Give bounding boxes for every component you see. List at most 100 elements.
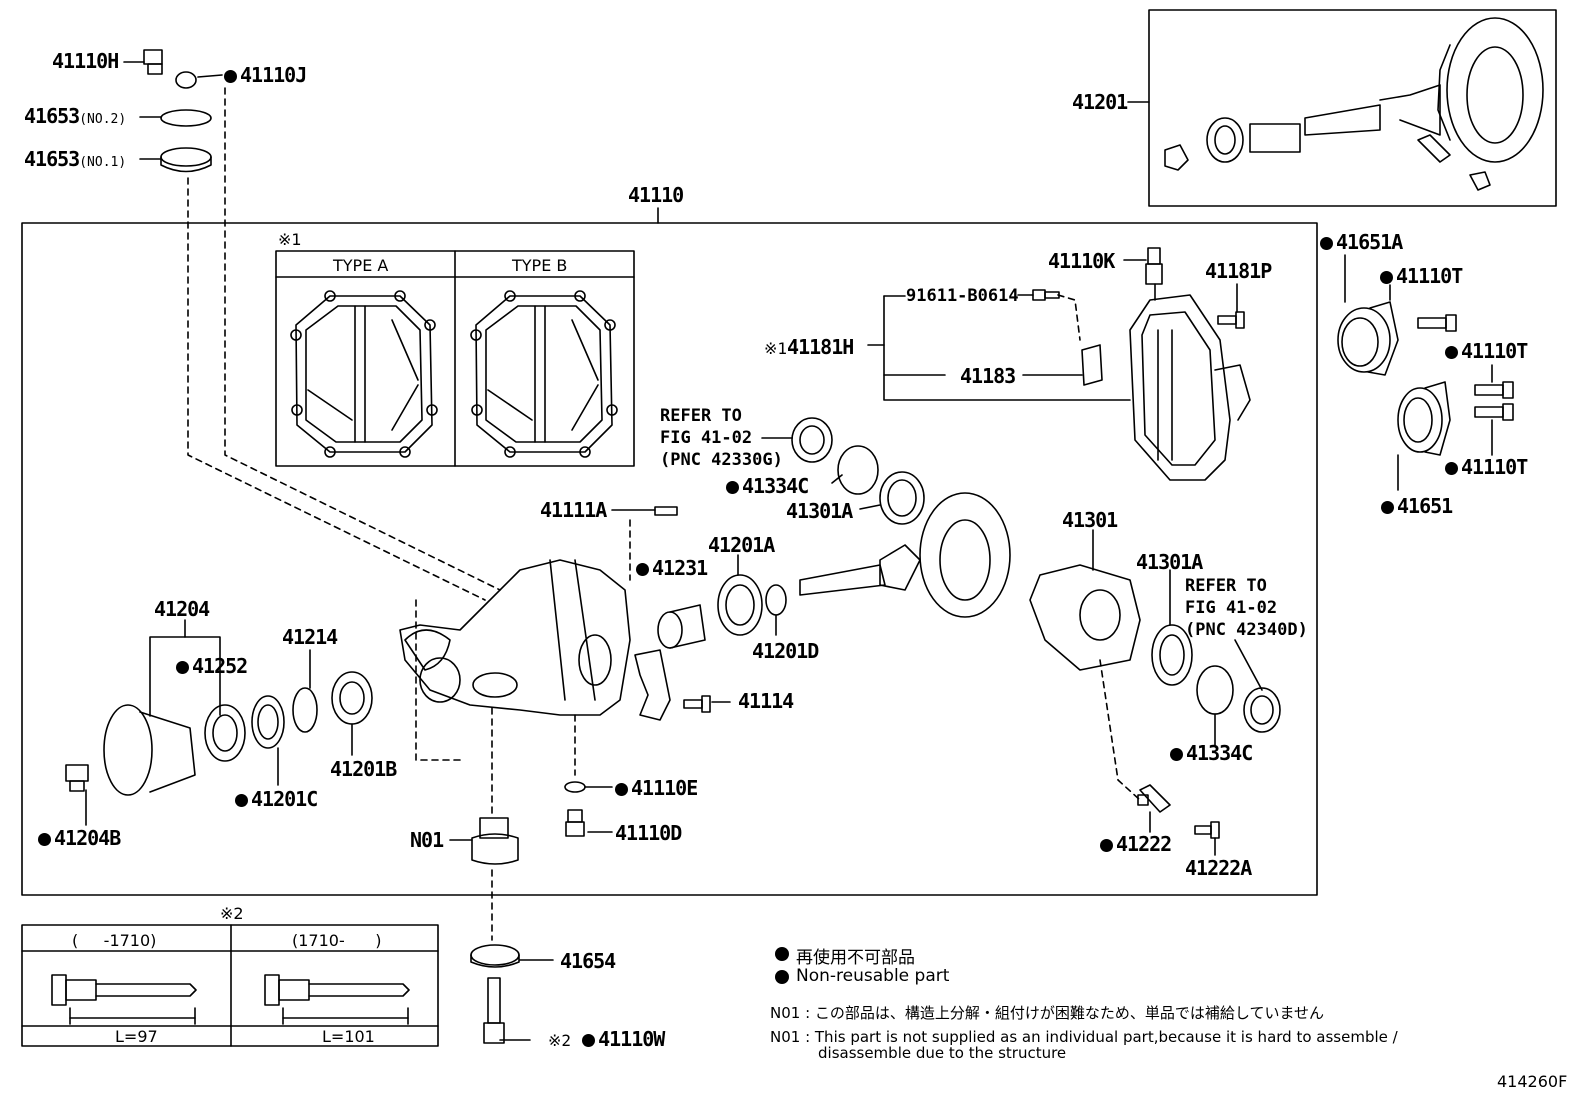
bolt-41181p <box>1217 311 1245 329</box>
label-41201: 41201 <box>1072 90 1128 114</box>
bearing-41201b <box>331 671 373 725</box>
bolt-l101-drawing <box>264 974 410 1025</box>
label-41653-no2: 41653(NO.2) <box>24 105 126 131</box>
bearing-race-refer1 <box>791 417 833 463</box>
inset1-type-a: TYPE A <box>333 256 389 275</box>
shim-41334c-a <box>837 445 879 495</box>
legend-jp: 再使用不可部品 <box>796 948 915 968</box>
bearing-41201a <box>717 574 763 636</box>
label-41111a: 41111A <box>540 498 607 522</box>
label-41301a-b: 41301A <box>1136 550 1203 574</box>
plug-41110d <box>565 809 585 837</box>
label-41201c-text: 41201C <box>251 787 318 811</box>
label-41653-no1: 41653(NO.1) <box>24 148 126 174</box>
label-41204b-text: 41204B <box>54 826 121 850</box>
label-41110w: ※2 41110W <box>548 1027 665 1052</box>
seal-41252 <box>204 704 246 762</box>
rear-cover-41181h <box>1129 294 1251 481</box>
label-41110-group: 41110 <box>628 183 684 207</box>
bearing-41301a-a <box>879 471 925 525</box>
label-41651: 41651 <box>1381 495 1453 517</box>
bolt-41222a <box>1194 821 1220 839</box>
stopper-41654 <box>470 944 520 968</box>
label-41183: 41183 <box>960 364 1016 388</box>
differential-case-41301 <box>1029 529 1141 671</box>
label-41653-no1-sub: (NO.1) <box>79 155 127 170</box>
cap-41651 <box>1397 381 1451 456</box>
label-41334c-b: 41334C <box>1170 742 1253 764</box>
label-41110t-1: 41110T <box>1380 265 1463 287</box>
label-41653-no1-num: 41653 <box>24 147 80 171</box>
label-41110j-text: 41110J <box>240 63 307 87</box>
breather-41110k <box>1145 247 1163 285</box>
label-41201c: 41201C <box>235 787 318 811</box>
bolt-41110t-2 <box>1474 381 1514 421</box>
label-41110k: 41110K <box>1048 249 1115 273</box>
label-41222: 41222 <box>1100 833 1172 855</box>
label-41201d: 41201D <box>752 639 819 663</box>
label-41214: 41214 <box>282 625 338 649</box>
label-41204: 41204 <box>154 597 210 621</box>
label-41110j: 41110J <box>224 63 307 87</box>
label-41252: 41252 <box>176 654 248 678</box>
label-refer2-line2: FIG 41-02 <box>1185 598 1278 618</box>
label-41201b: 41201B <box>330 757 397 781</box>
label-41110w-text: 41110W <box>598 1027 665 1051</box>
shim-41334c-b <box>1196 665 1234 715</box>
label-41653-no2-sub: (NO.2) <box>79 112 127 127</box>
nut-41204b <box>65 764 89 792</box>
inset-bolt-frame <box>21 924 439 1047</box>
bearing-cap <box>634 649 671 721</box>
flange-41204 <box>103 704 196 796</box>
gasket-type-a-drawing <box>290 290 438 458</box>
ring-pinion-gear-set <box>1164 17 1544 191</box>
inset2-col1: ( -1710) <box>72 931 157 950</box>
inset2-col2: (1710- ) <box>292 931 382 950</box>
dashed-leaders <box>187 87 1141 941</box>
bolt-l97-drawing <box>51 974 197 1025</box>
legend-dot-en <box>775 970 789 984</box>
inset2-len2: L=101 <box>322 1027 375 1046</box>
main-assembly-frame <box>21 222 1318 896</box>
figure-code: 414260F <box>1497 1072 1568 1091</box>
label-41301: 41301 <box>1062 508 1118 532</box>
label-91611: 91611-B0614 <box>906 286 1019 306</box>
plug-41110h <box>143 49 163 75</box>
label-refer2-line3: (PNC 42340D) <box>1185 620 1308 640</box>
label-41110t-2: 41110T <box>1445 340 1528 362</box>
legend-n01-en-2: disassemble due to the structure <box>818 1044 1067 1062</box>
cap-41653-no2 <box>160 109 212 127</box>
label-41110e-text: 41110E <box>631 776 698 800</box>
label-41204b: 41204B <box>38 826 121 850</box>
label-41181p: 41181P <box>1205 259 1272 283</box>
bolt-41114 <box>683 695 711 713</box>
inset1-mark: ※1 <box>278 230 302 249</box>
inset1-type-b: TYPE B <box>512 256 568 275</box>
label-refer1-line3: (PNC 42330G) <box>660 450 783 470</box>
collar-41231 <box>657 604 706 649</box>
spacer-41201d <box>765 584 787 616</box>
label-refer1-line1: REFER TO <box>660 406 742 426</box>
mount-n01 <box>471 817 519 865</box>
plate-41183 <box>1081 344 1103 386</box>
washer-41214 <box>292 687 318 733</box>
label-41181h: ※141181H <box>764 336 854 360</box>
label-41334c-a: 41334C <box>726 475 809 497</box>
inset2-mark: ※2 <box>220 904 244 923</box>
carrier-housing <box>399 559 631 716</box>
ring-gear-41201-main <box>799 492 1011 618</box>
label-41110e: 41110E <box>615 776 698 800</box>
legend-n01-en-1: N01 : This part is not supplied as an in… <box>770 1028 1398 1046</box>
label-41110t-3-text: 41110T <box>1461 455 1528 479</box>
pinion-set-frame <box>1148 9 1557 207</box>
washer-41110j <box>175 71 197 89</box>
label-41653-no2-num: 41653 <box>24 104 80 128</box>
bearing-race-refer2 <box>1243 687 1281 733</box>
bolt-91611 <box>1032 289 1060 301</box>
cap-41651a <box>1337 301 1399 376</box>
label-41252-text: 41252 <box>192 654 248 678</box>
label-n01: N01 <box>410 828 444 852</box>
label-41110t-3: 41110T <box>1445 455 1528 479</box>
label-41114: 41114 <box>738 689 794 713</box>
